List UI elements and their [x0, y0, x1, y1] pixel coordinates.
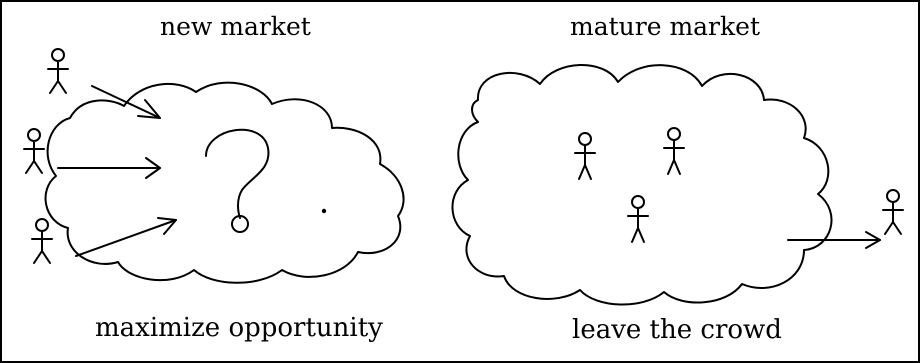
person-icon [23, 128, 45, 174]
person-icon [663, 127, 685, 175]
mature-market-cloud [451, 64, 833, 306]
speck-dot [321, 208, 327, 214]
question-mark-icon [205, 128, 270, 233]
person-icon [47, 48, 69, 94]
person-icon [627, 195, 649, 243]
leave-the-crowd-caption: leave the crowd [572, 315, 782, 345]
arrow-right-icon [787, 231, 881, 249]
person-icon [882, 189, 904, 235]
arrow-right-icon [57, 157, 161, 179]
new-market-title: new market [160, 12, 311, 41]
person-icon [574, 132, 596, 180]
new-market-cloud [44, 81, 405, 284]
person-icon [31, 218, 53, 264]
maximize-opportunity-caption: maximize opportunity [95, 313, 383, 343]
arrow-right-icon [75, 217, 177, 257]
mature-market-title: mature market [570, 12, 761, 41]
arrow-right-icon [91, 85, 161, 119]
